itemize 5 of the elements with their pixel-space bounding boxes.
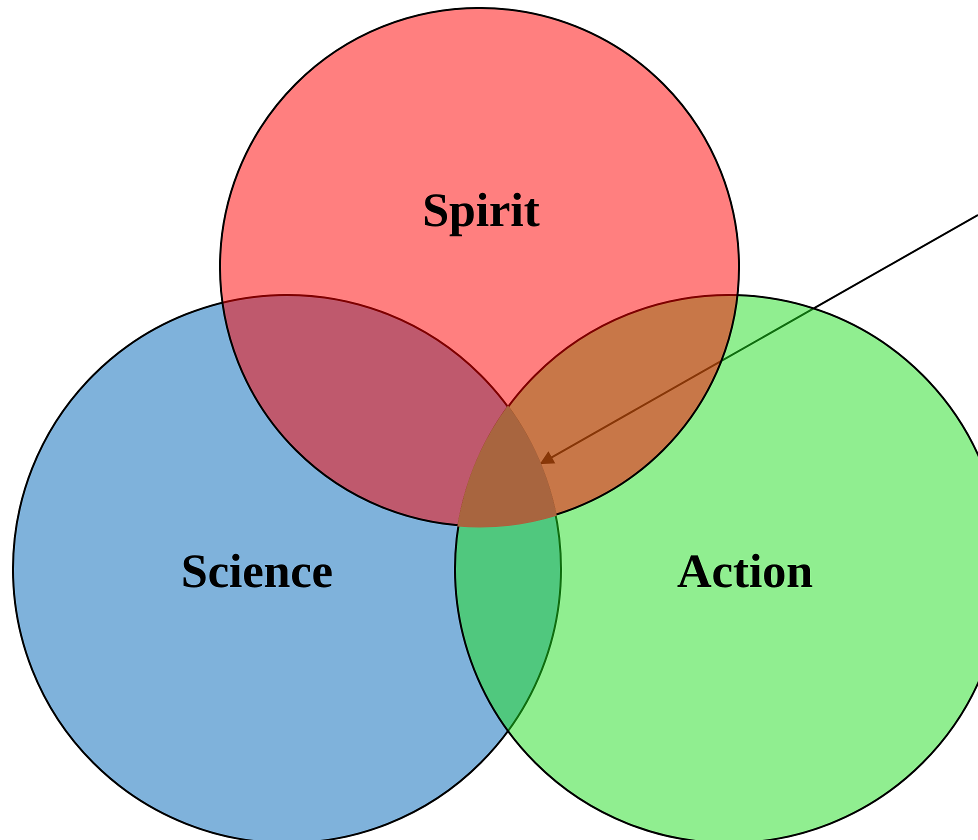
circle-label: Science [181,548,333,596]
overlap-region [457,405,557,528]
arrow [540,214,978,464]
circle-label: Action [677,548,813,596]
circle-label: Spirit [422,187,540,235]
